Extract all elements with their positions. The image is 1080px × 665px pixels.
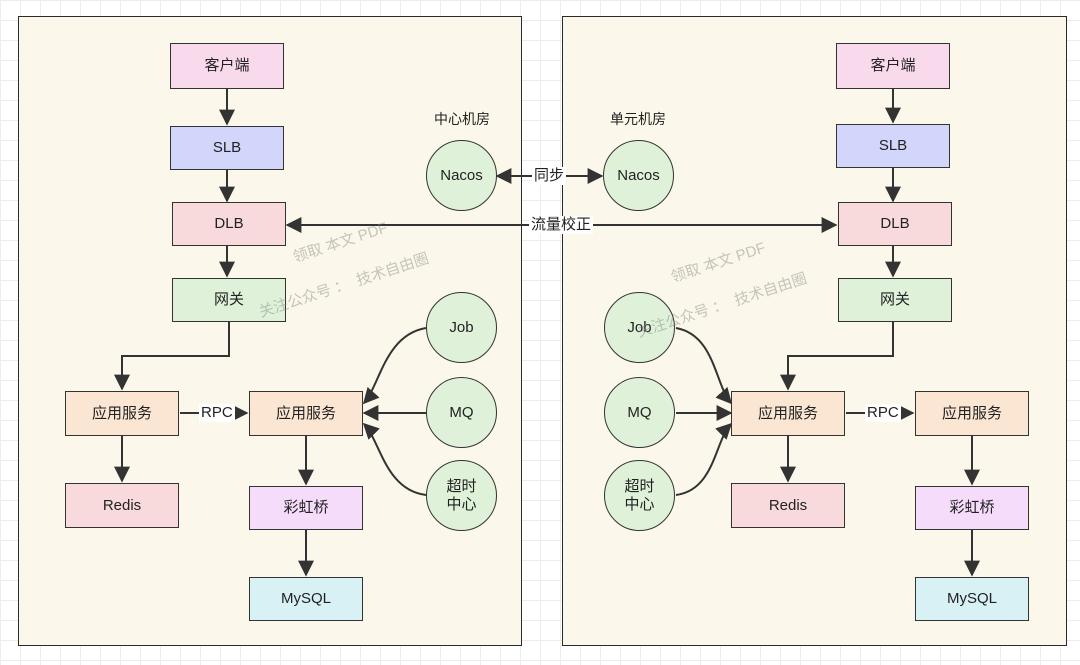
left-rpc-label: RPC bbox=[199, 404, 235, 422]
right-nacos-node: Nacos bbox=[603, 140, 674, 211]
right-redis-node: Redis bbox=[731, 483, 845, 528]
right-mq-node: MQ bbox=[604, 377, 675, 448]
left-client-node: 客户端 bbox=[170, 43, 284, 89]
right-app-service-b-node: 应用服务 bbox=[915, 391, 1029, 436]
left-mq-node: MQ bbox=[426, 377, 497, 448]
left-job-node: Job bbox=[426, 292, 497, 363]
left-rainbow-bridge-node: 彩虹桥 bbox=[249, 486, 363, 530]
right-client-node: 客户端 bbox=[836, 43, 950, 89]
left-gateway-node: 网关 bbox=[172, 278, 286, 322]
right-mysql-node: MySQL bbox=[915, 577, 1029, 621]
sync-label: 同步 bbox=[532, 167, 567, 185]
right-region-label: 单元机房 bbox=[610, 111, 666, 127]
right-rainbow-bridge-node: 彩虹桥 bbox=[915, 486, 1029, 530]
right-app-service-a-node: 应用服务 bbox=[731, 391, 845, 436]
edge-right-gateway-app bbox=[780, 322, 894, 391]
edge-left-gateway-app bbox=[114, 322, 230, 391]
edge-right-job-app bbox=[675, 327, 733, 405]
edge-left-timeout-app bbox=[362, 422, 427, 496]
traffic-correction-label: 流量校正 bbox=[529, 216, 594, 234]
left-timeout-center-node: 超时 中心 bbox=[426, 460, 497, 531]
left-dlb-node: DLB bbox=[172, 202, 286, 246]
right-dlb-node: DLB bbox=[838, 202, 952, 246]
left-app-service-b-node: 应用服务 bbox=[249, 391, 363, 436]
left-slb-node: SLB bbox=[170, 126, 284, 170]
left-redis-node: Redis bbox=[65, 483, 179, 528]
right-timeout-center-node: 超时 中心 bbox=[604, 460, 675, 531]
right-rpc-label: RPC bbox=[865, 404, 901, 422]
edge-left-job-app bbox=[362, 327, 427, 405]
left-region-label: 中心机房 bbox=[434, 111, 490, 127]
right-slb-node: SLB bbox=[836, 124, 950, 168]
right-gateway-node: 网关 bbox=[838, 278, 952, 322]
left-app-service-a-node: 应用服务 bbox=[65, 391, 179, 436]
edge-right-timeout-app bbox=[675, 422, 733, 496]
left-mysql-node: MySQL bbox=[249, 577, 363, 621]
left-nacos-node: Nacos bbox=[426, 140, 497, 211]
right-job-node: Job bbox=[604, 292, 675, 363]
